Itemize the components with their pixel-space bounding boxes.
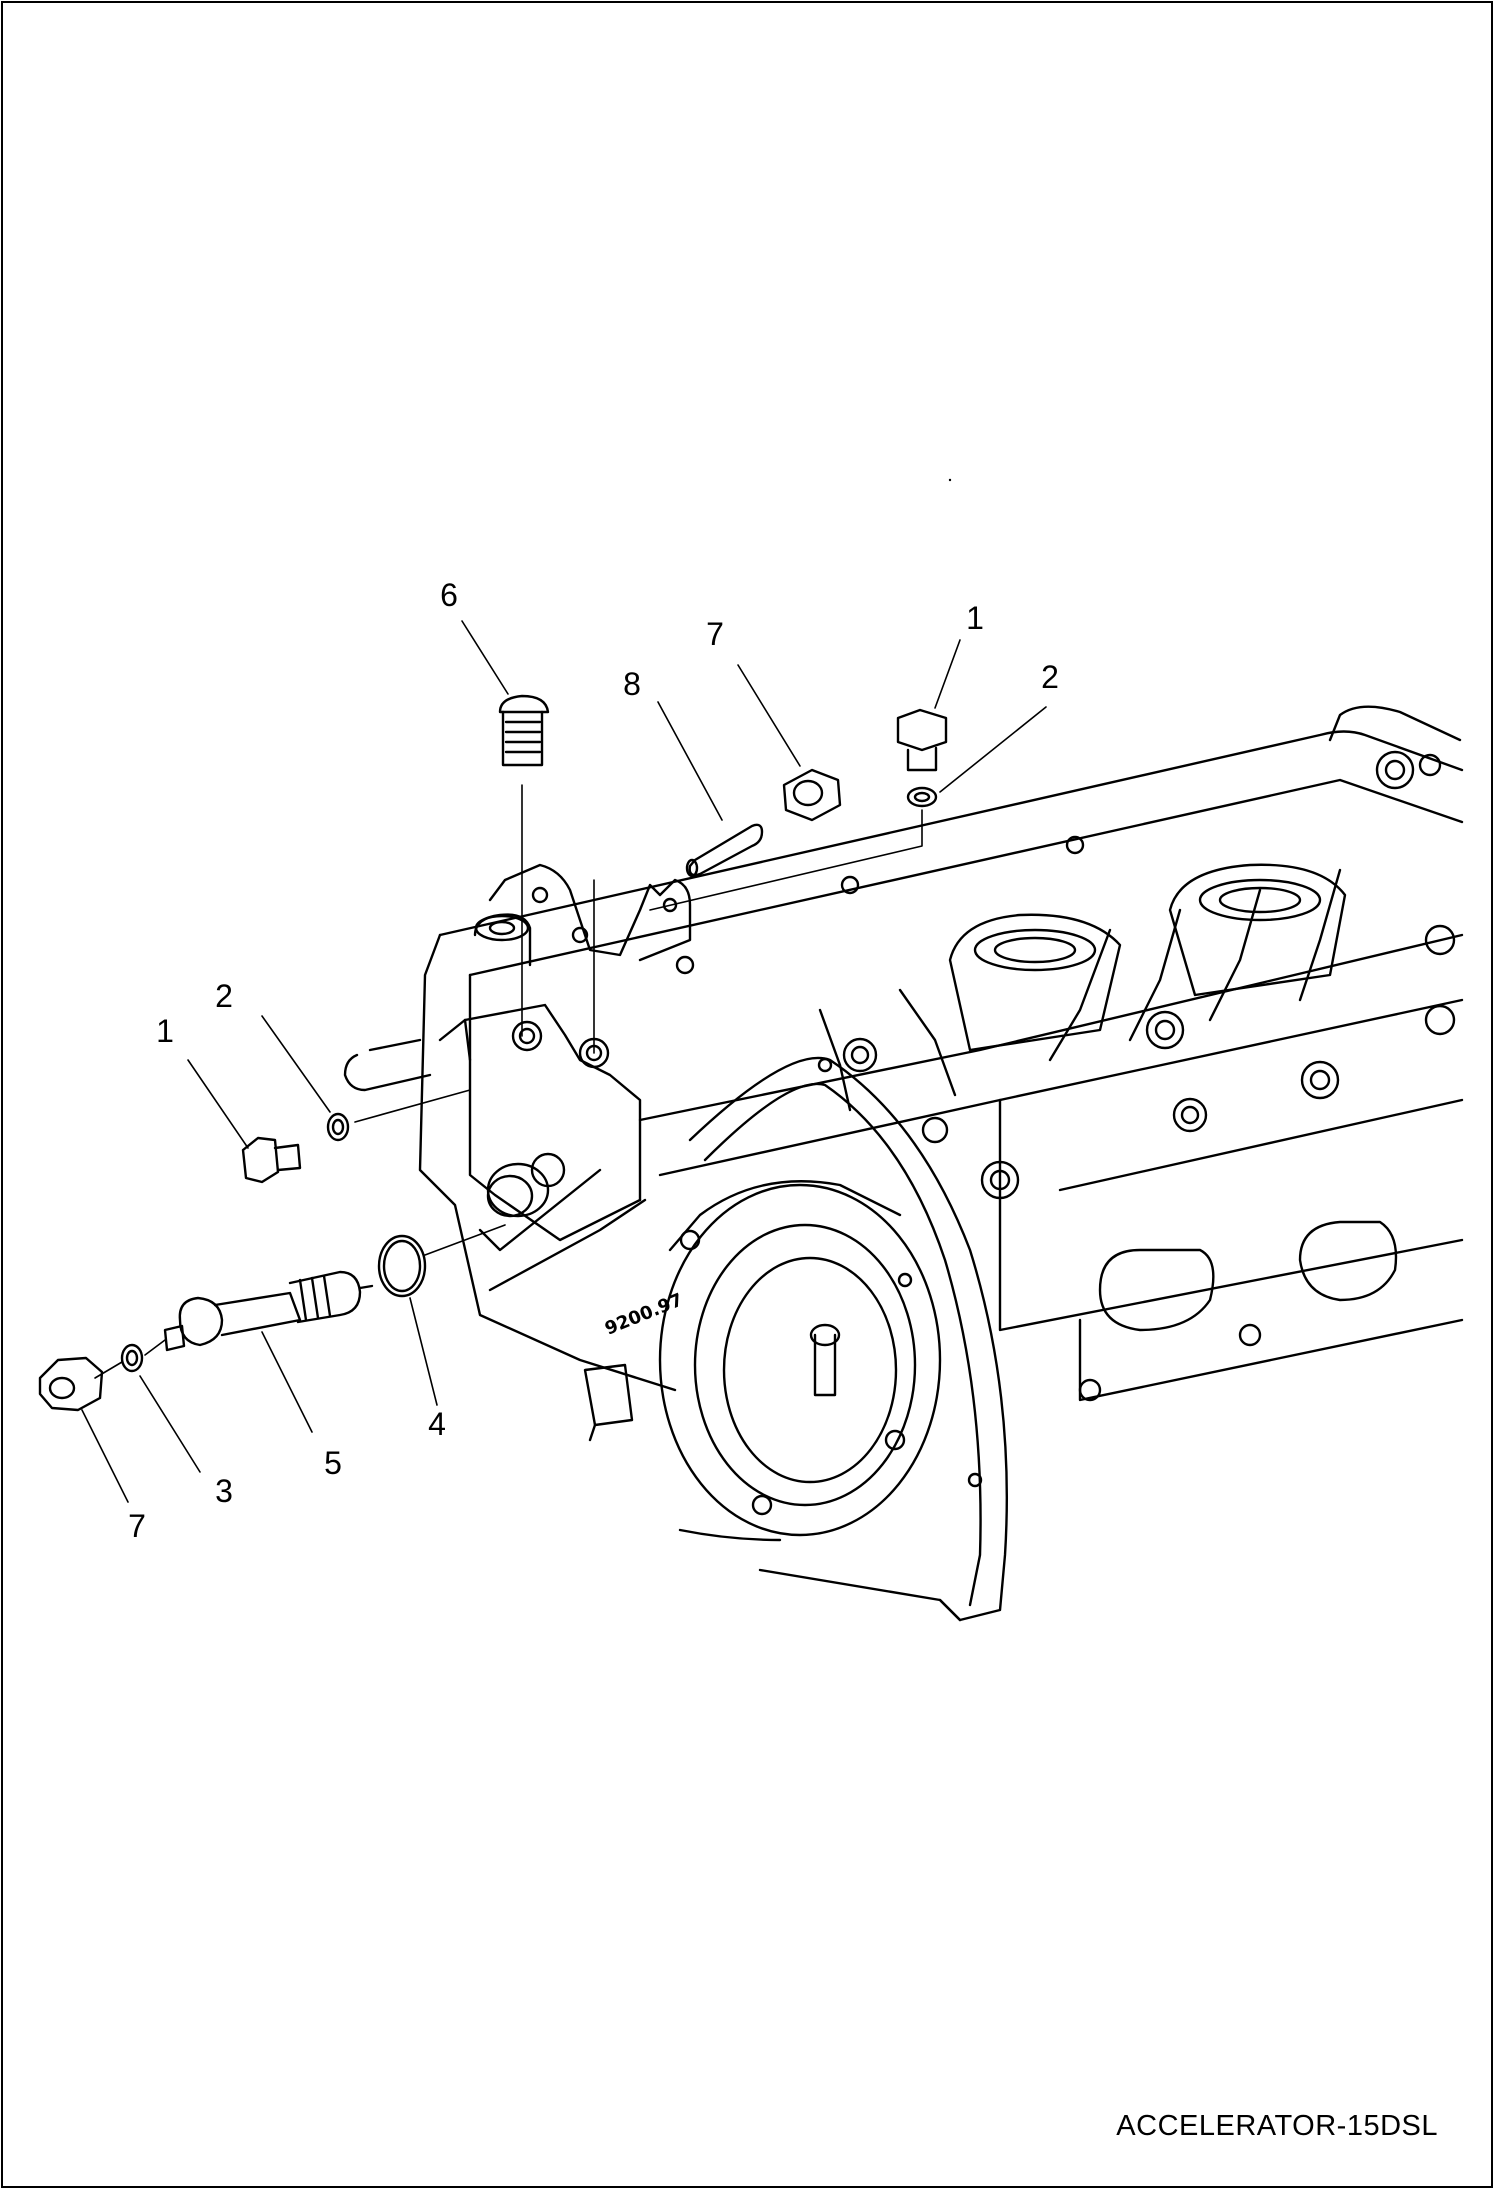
washer-part-2-upper bbox=[906, 786, 938, 808]
screw-part-6 bbox=[498, 694, 550, 767]
figure-caption: ACCELERATOR-15DSL bbox=[1116, 2110, 1438, 2142]
dowel-pin-part-8 bbox=[685, 823, 764, 878]
spring-washer-part-3 bbox=[120, 1343, 144, 1373]
callout-1-upper: 1 bbox=[966, 600, 984, 636]
callout-4: 4 bbox=[428, 1406, 446, 1442]
callout-8: 8 bbox=[623, 666, 641, 702]
part-stamp: 9200.97 bbox=[602, 1289, 686, 1339]
callout-5: 5 bbox=[324, 1445, 342, 1481]
leader-lines bbox=[81, 620, 1047, 1503]
cylinder-head bbox=[418, 478, 1464, 1402]
callout-2-lower: 2 bbox=[215, 978, 233, 1014]
callout-1-lower: 1 bbox=[156, 1013, 174, 1049]
washer-part-2-lower bbox=[326, 1112, 350, 1142]
bolt-part-1-lower bbox=[241, 1136, 302, 1184]
nut-part-7-lower bbox=[38, 1356, 104, 1412]
assembly-lines bbox=[94, 784, 923, 1379]
callout-6: 6 bbox=[440, 577, 458, 613]
timing-drum bbox=[658, 1056, 1009, 1622]
callout-7-lower: 7 bbox=[128, 1508, 146, 1544]
callout-2-upper: 2 bbox=[1041, 659, 1059, 695]
sensor-part-5 bbox=[163, 1270, 374, 1352]
o-ring-part-4 bbox=[377, 1234, 427, 1298]
accelerator-bracket bbox=[343, 863, 692, 1442]
callout-7-upper: 7 bbox=[706, 616, 724, 652]
callout-3: 3 bbox=[215, 1473, 233, 1509]
bolt-part-1-upper bbox=[896, 708, 948, 772]
nut-part-7-upper bbox=[782, 768, 842, 822]
